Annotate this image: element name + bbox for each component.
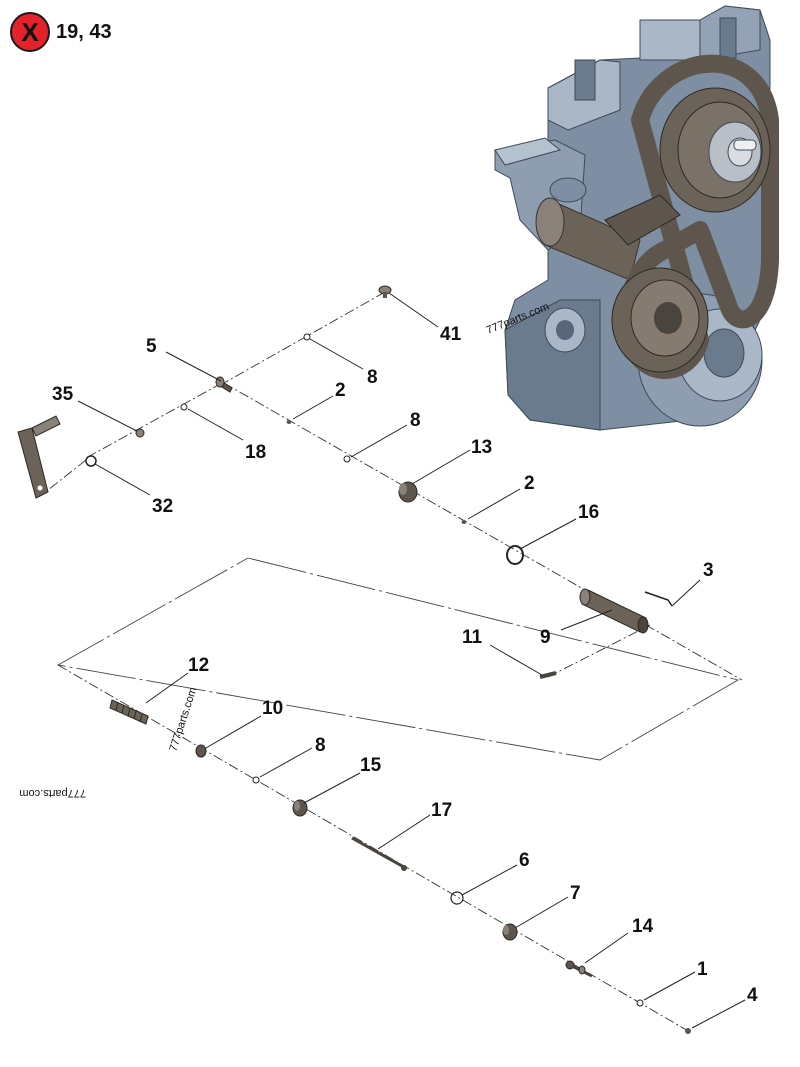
part-10-bushing[interactable]: [195, 744, 207, 758]
part-8-washer-upper[interactable]: [303, 333, 311, 341]
callout-16: 16: [578, 502, 599, 523]
engine-front-cover-illustration: [494, 5, 779, 431]
part-13-bushing[interactable]: [398, 481, 418, 503]
part-2-pin-lower[interactable]: [461, 520, 467, 524]
callout-10: 10: [262, 698, 283, 719]
part-17-rod[interactable]: [351, 836, 407, 871]
callout-8-middle: 8: [410, 410, 421, 431]
callout-3: 3: [703, 560, 714, 581]
part-41-bolt[interactable]: [378, 285, 392, 298]
assembly-boundary-frame: [56, 557, 740, 761]
lever-bracket-part[interactable]: [17, 415, 61, 499]
watermark-middle: 777parts.com: [167, 686, 199, 753]
part-11-pin[interactable]: [539, 671, 557, 679]
part-3-spring-pin[interactable]: [644, 591, 673, 607]
part-16-snap-ring[interactable]: [506, 545, 524, 565]
watermark-mirrored: 777parts.com: [19, 787, 86, 799]
callout-8-upper: 8: [367, 367, 378, 388]
callout-17: 17: [431, 800, 452, 821]
part-2-pin-upper[interactable]: [286, 420, 292, 424]
callout-41: 41: [440, 324, 462, 345]
callout-32: 32: [152, 496, 173, 517]
part-9-shaft[interactable]: [579, 588, 649, 634]
callout-35: 35: [52, 384, 74, 405]
excluded-items-note: X 19, 43: [10, 12, 112, 52]
part-14-fitting[interactable]: [565, 960, 593, 978]
callout-14: 14: [632, 916, 654, 937]
callout-2-upper: 2: [335, 380, 346, 401]
excluded-x-icon: X: [10, 12, 50, 52]
callout-15: 15: [360, 755, 382, 776]
callout-2-lower: 2: [524, 473, 535, 494]
callout-9: 9: [540, 627, 551, 648]
callout-1: 1: [697, 959, 708, 980]
part-15-bushing[interactable]: [292, 799, 308, 817]
callout-leader-lines: [77, 292, 746, 1029]
part-7-nut[interactable]: [502, 923, 518, 941]
callout-4: 4: [747, 985, 758, 1006]
callout-11: 11: [462, 627, 483, 648]
part-4-ball[interactable]: [685, 1028, 691, 1034]
part-12-spring[interactable]: [109, 699, 149, 725]
callout-7: 7: [570, 883, 581, 904]
part-6-o-ring[interactable]: [450, 891, 464, 905]
callout-18: 18: [245, 442, 266, 463]
part-8-washer-middle[interactable]: [343, 455, 351, 463]
callout-8-lower: 8: [315, 735, 326, 756]
callout-6: 6: [519, 850, 530, 871]
callout-12: 12: [188, 655, 209, 676]
part-18-ring[interactable]: [180, 403, 188, 411]
part-8-washer-lower[interactable]: [252, 776, 260, 784]
callout-5: 5: [146, 336, 157, 357]
part-1-washer[interactable]: [636, 999, 644, 1007]
part-32-o-ring[interactable]: [85, 455, 97, 467]
callout-13: 13: [471, 437, 492, 458]
excluded-items-list: 19, 43: [56, 20, 112, 43]
part-35-spacer[interactable]: [135, 428, 145, 438]
